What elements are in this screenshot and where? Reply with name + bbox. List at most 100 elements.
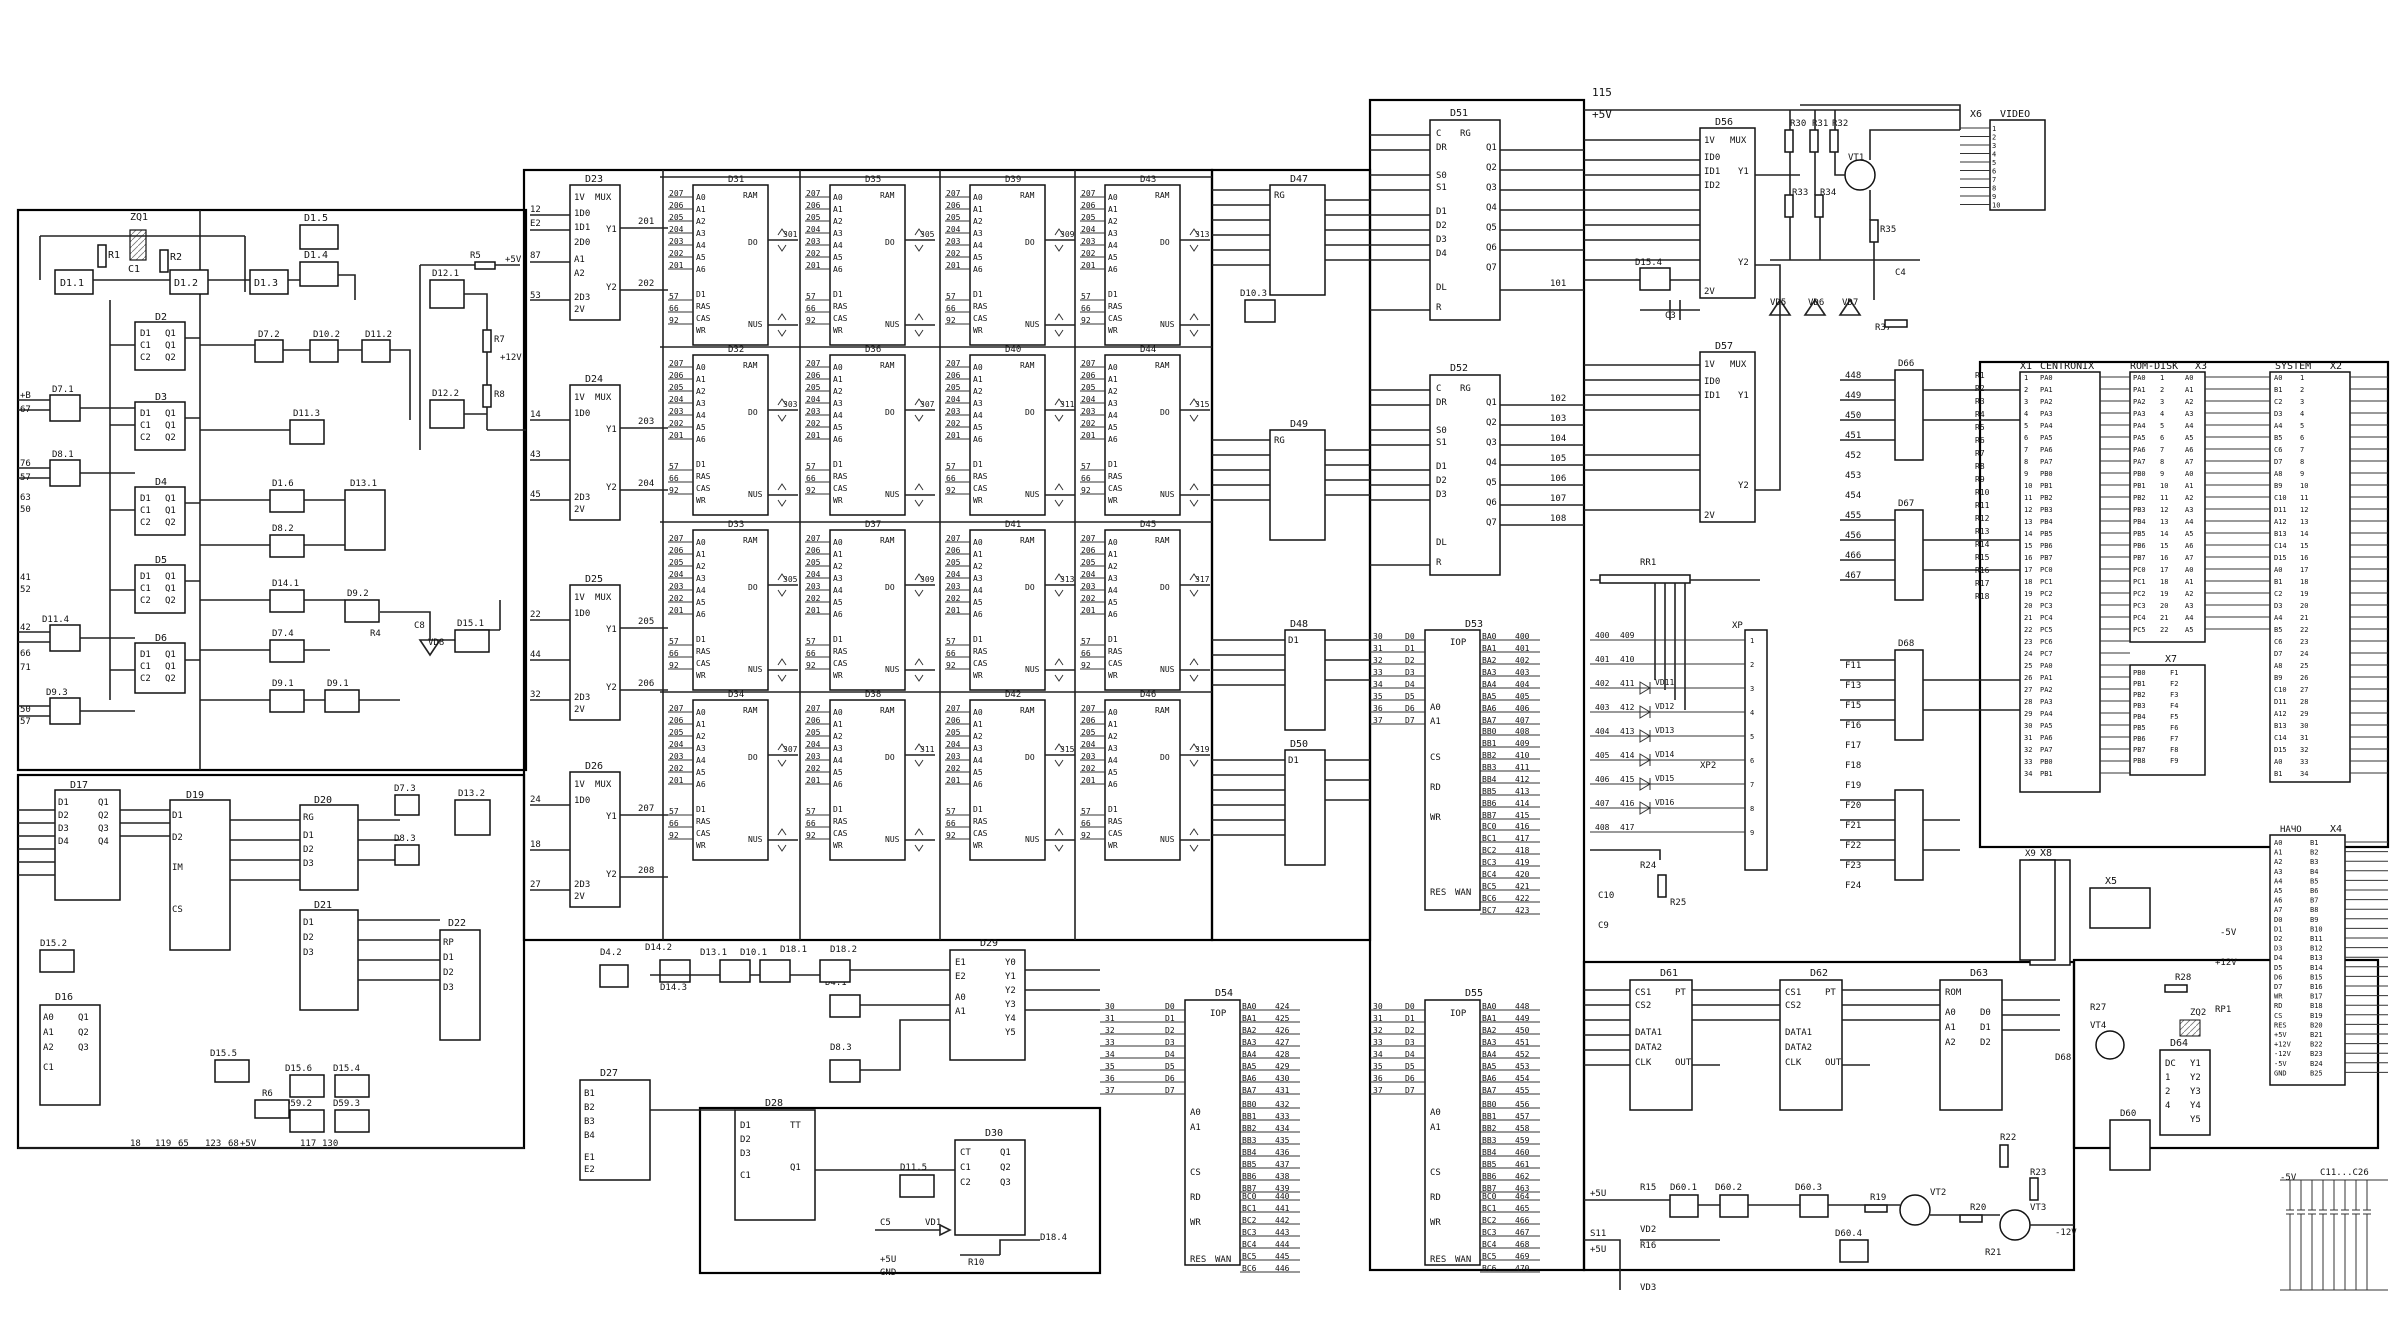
svg-text:A5: A5 [833, 423, 843, 432]
svg-text:A6: A6 [1108, 435, 1118, 444]
svg-text:F6: F6 [2170, 724, 2178, 732]
svg-text:Y1: Y1 [606, 812, 617, 822]
svg-text:4: 4 [2300, 410, 2304, 418]
svg-text:RAM: RAM [743, 706, 758, 715]
svg-text:D1.1: D1.1 [60, 278, 84, 289]
svg-text:203: 203 [1081, 237, 1096, 246]
svg-text:A4: A4 [1108, 411, 1118, 420]
svg-text:A3: A3 [973, 229, 983, 238]
svg-text:201: 201 [1081, 431, 1096, 440]
svg-text:A4: A4 [696, 756, 706, 765]
svg-text:2: 2 [1992, 134, 1996, 142]
svg-text:2V: 2V [574, 705, 585, 715]
svg-text:R28: R28 [2175, 973, 2191, 983]
svg-text:467: 467 [1845, 571, 1861, 581]
svg-text:2D3: 2D3 [574, 493, 590, 503]
svg-text:A2: A2 [973, 732, 983, 741]
svg-text:RAS: RAS [1108, 302, 1123, 311]
svg-text:463: 463 [1515, 1184, 1530, 1193]
svg-text:RAM: RAM [1155, 361, 1170, 370]
svg-text:A4: A4 [833, 586, 843, 595]
svg-text:405: 405 [1595, 751, 1610, 760]
svg-text:205: 205 [1081, 213, 1096, 222]
svg-text:66: 66 [806, 819, 816, 828]
svg-text:417: 417 [1620, 823, 1635, 832]
ram-chip-ref: D36 [865, 345, 881, 355]
svg-text:DO: DO [748, 408, 758, 417]
connector-x9: X9 [2019, 849, 2056, 961]
svg-text:R4: R4 [370, 629, 381, 639]
svg-text:37: 37 [1373, 716, 1383, 725]
svg-text:17: 17 [2300, 566, 2308, 574]
svg-text:BC2: BC2 [1242, 1216, 1257, 1225]
svg-text:A12: A12 [2274, 518, 2287, 526]
svg-text:205: 205 [1081, 383, 1096, 392]
latch-block: D51 D52 CDRS0S1D1D2D3D4DLRRGQ1Q2Q3Q4Q5Q6… [1370, 108, 1584, 576]
svg-text:1D0: 1D0 [574, 209, 590, 219]
svg-text:A1: A1 [1190, 1123, 1201, 1133]
svg-text:12: 12 [2024, 506, 2032, 514]
svg-text:D30: D30 [985, 1128, 1003, 1139]
svg-text:PA3: PA3 [2040, 698, 2053, 706]
svg-text:WR: WR [1430, 1218, 1441, 1228]
svg-text:A2: A2 [43, 1043, 54, 1053]
svg-text:BC4: BC4 [1242, 1240, 1257, 1249]
svg-text:457: 457 [1515, 1112, 1530, 1121]
svg-text:24: 24 [2024, 650, 2032, 658]
svg-text:BA2: BA2 [1482, 656, 1497, 665]
svg-text:426: 426 [1275, 1026, 1290, 1035]
ram-chip-ref: D41 [1005, 520, 1021, 530]
svg-text:413: 413 [1620, 727, 1635, 736]
svg-text:RAS: RAS [833, 302, 848, 311]
svg-text:A3: A3 [1108, 744, 1118, 753]
svg-text:DO: DO [1025, 583, 1035, 592]
svg-text:D1: D1 [140, 650, 151, 660]
svg-text:Q2: Q2 [165, 518, 176, 528]
svg-text:205: 205 [669, 558, 684, 567]
svg-text:C1: C1 [140, 341, 151, 351]
svg-text:A5: A5 [1108, 598, 1118, 607]
svg-text:RAS: RAS [1108, 647, 1123, 656]
svg-text:4: 4 [2165, 1101, 2170, 1111]
svg-text:+5U: +5U [880, 1255, 896, 1265]
svg-text:PC2: PC2 [2040, 590, 2053, 598]
svg-text:10: 10 [2160, 482, 2168, 490]
svg-text:A0: A0 [1430, 703, 1441, 713]
svg-text:205: 205 [946, 558, 961, 567]
svg-text:PC4: PC4 [2133, 614, 2146, 622]
svg-text:11: 11 [2024, 494, 2032, 502]
svg-text:455: 455 [1515, 1086, 1530, 1095]
svg-text:202: 202 [806, 764, 821, 773]
svg-text:201: 201 [1081, 606, 1096, 615]
svg-text:Y2: Y2 [606, 483, 617, 493]
svg-text:C10: C10 [1598, 891, 1614, 901]
svg-text:A1: A1 [1108, 550, 1118, 559]
svg-text:Q1: Q1 [165, 341, 176, 351]
svg-text:2: 2 [1750, 661, 1754, 669]
svg-text:OUT: OUT [1675, 1058, 1692, 1068]
svg-text:119: 119 [155, 1139, 171, 1149]
svg-text:D0: D0 [1405, 1002, 1415, 1011]
svg-text:D13.1: D13.1 [700, 948, 727, 958]
svg-text:201: 201 [638, 217, 654, 227]
svg-text:32: 32 [1373, 1026, 1383, 1035]
svg-text:NUS: NUS [1160, 835, 1175, 844]
svg-text:16: 16 [2300, 554, 2308, 562]
svg-text:BA7: BA7 [1242, 1086, 1257, 1095]
svg-text:Y5: Y5 [2190, 1115, 2201, 1125]
svg-text:Q2: Q2 [1486, 163, 1497, 173]
svg-text:106: 106 [1550, 474, 1566, 484]
svg-text:20: 20 [2300, 602, 2308, 610]
svg-text:7: 7 [2160, 446, 2164, 454]
svg-text:Q2: Q2 [98, 811, 109, 821]
svg-text:BC1: BC1 [1242, 1204, 1257, 1213]
svg-text:A2: A2 [833, 217, 843, 226]
svg-text:BC3: BC3 [1482, 1228, 1497, 1237]
svg-text:201: 201 [946, 261, 961, 270]
svg-text:201: 201 [806, 431, 821, 440]
svg-text:444: 444 [1275, 1240, 1290, 1249]
svg-text:6: 6 [2300, 434, 2304, 442]
svg-text:Y2: Y2 [606, 683, 617, 693]
